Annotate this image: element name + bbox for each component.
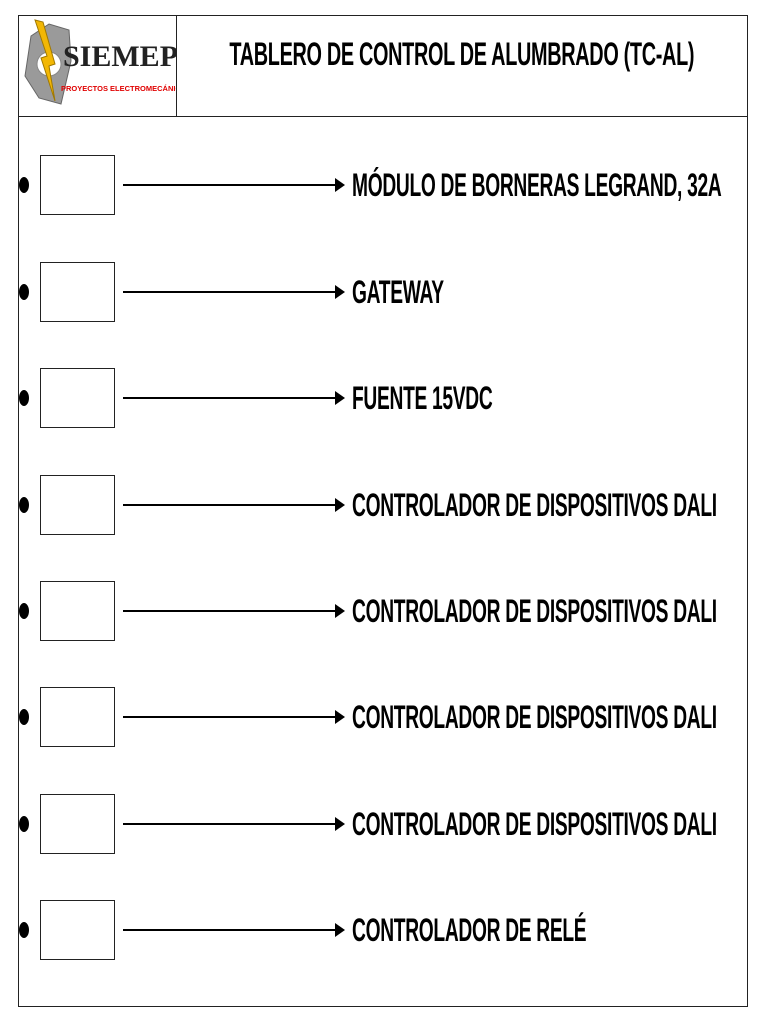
arrow-icon (123, 499, 345, 510)
item-label: GATEWAY (352, 274, 444, 310)
svg-text:PROYECTOS ELECTROMECÁNICOS: PROYECTOS ELECTROMECÁNICOS (61, 84, 176, 93)
reference-box (40, 900, 115, 960)
svg-text:SIEMEP: SIEMEP (63, 40, 176, 73)
arrow-icon (123, 605, 345, 616)
arrow-icon (123, 392, 345, 403)
siemep-logo: SIEMEP PROYECTOS ELECTROMECÁNICOS (19, 16, 192, 116)
list-item: CONTROLADOR DE DISPOSITIVOS DALI (0, 475, 768, 537)
list-item: MÓDULO DE BORNERAS LEGRAND, 32A (0, 155, 768, 217)
list-item: CONTROLADOR DE DISPOSITIVOS DALI (0, 794, 768, 856)
item-label: CONTROLADOR DE DISPOSITIVOS DALI (352, 806, 717, 842)
header: SIEMEP PROYECTOS ELECTROMECÁNICOS TABLER… (19, 16, 747, 117)
list-item: CONTROLADOR DE DISPOSITIVOS DALI (0, 687, 768, 749)
bullet-icon (19, 603, 29, 619)
arrow-icon (123, 711, 345, 722)
arrow-icon (123, 286, 345, 297)
reference-box (40, 155, 115, 215)
arrow-icon (123, 924, 345, 935)
bullet-icon (19, 390, 29, 406)
bullet-icon (19, 284, 29, 300)
reference-box (40, 794, 115, 854)
bullet-icon (19, 497, 29, 513)
list-item: FUENTE 15VDC (0, 368, 768, 430)
arrow-icon (123, 179, 345, 190)
reference-box (40, 687, 115, 747)
item-label: MÓDULO DE BORNERAS LEGRAND, 32A (352, 167, 722, 203)
item-label: CONTROLADOR DE DISPOSITIVOS DALI (352, 593, 717, 629)
document-frame: SIEMEP PROYECTOS ELECTROMECÁNICOS TABLER… (18, 15, 748, 1007)
logo-bolt-nut-icon: SIEMEP PROYECTOS ELECTROMECÁNICOS (24, 19, 192, 105)
item-label: FUENTE 15VDC (352, 380, 493, 416)
list-item: CONTROLADOR DE RELÉ (0, 900, 768, 962)
bullet-icon (19, 922, 29, 938)
item-label: CONTROLADOR DE DISPOSITIVOS DALI (352, 699, 717, 735)
bullet-icon (19, 177, 29, 193)
reference-box (40, 262, 115, 322)
arrow-icon (123, 818, 345, 829)
list-item: CONTROLADOR DE DISPOSITIVOS DALI (0, 581, 768, 643)
reference-box (40, 368, 115, 428)
item-label: CONTROLADOR DE RELÉ (352, 912, 587, 948)
page-title: TABLERO DE CONTROL DE ALUMBRADO (TC-AL) (229, 36, 695, 72)
reference-box (40, 581, 115, 641)
reference-box (40, 475, 115, 535)
item-label: CONTROLADOR DE DISPOSITIVOS DALI (352, 487, 717, 523)
bullet-icon (19, 709, 29, 725)
bullet-icon (19, 816, 29, 832)
list-item: GATEWAY (0, 262, 768, 324)
